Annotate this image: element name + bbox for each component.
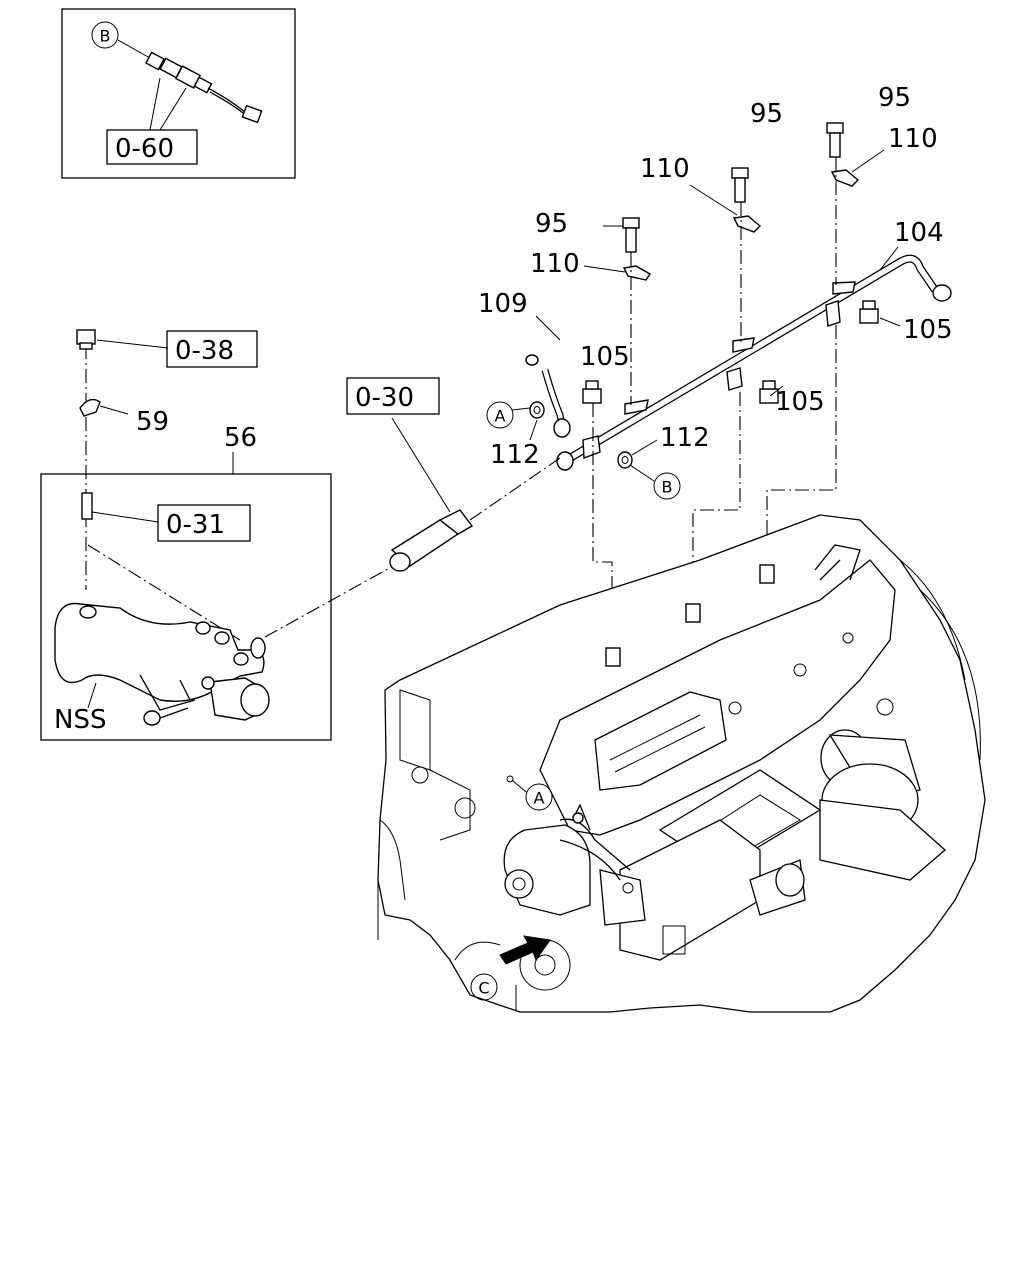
callout-112-b: 112: [660, 423, 710, 453]
ref-circles: A B A C: [470, 401, 681, 1001]
clamp-110-c-icon: [830, 169, 860, 187]
bolt-95-c-icon: [826, 122, 844, 158]
callout-105-c: 105: [903, 315, 953, 345]
view-arrow-icon: [499, 935, 551, 965]
callout-105-b: 105: [775, 387, 825, 417]
washer-112-b-icon: [617, 451, 633, 469]
bracket-3: [825, 300, 841, 327]
callout-110-b: 110: [640, 154, 690, 184]
engine-block: [377, 514, 986, 1013]
bolt-95-a-icon: [622, 217, 640, 253]
fuel-pipes: [525, 174, 952, 471]
bolt-95-b-icon: [731, 167, 749, 203]
ref-box-0-38-label: 0-38: [175, 336, 234, 366]
ref-circle-b-top: B: [662, 478, 673, 497]
callout-56: 56: [224, 423, 257, 453]
ref-box-0-60-label: 0-60: [115, 134, 174, 164]
ref-circle-a-engine: A: [534, 789, 545, 808]
callout-110-a: 110: [530, 249, 580, 279]
clamp-110-a-icon: [622, 265, 651, 281]
ref-box-0-31: [157, 504, 251, 542]
ref-circle-b-inset: [91, 21, 119, 49]
callout-104: 104: [894, 218, 944, 248]
callout-95-a: 95: [535, 209, 568, 239]
part-56-box: [40, 473, 332, 741]
ref-circle-b-inset-label: B: [100, 27, 111, 46]
ref-box-0-30-label: 0-30: [355, 383, 414, 413]
ref-box-0-38: [166, 330, 258, 368]
hose-0-30: [389, 509, 474, 572]
callout-nss: NSS: [54, 705, 106, 735]
bracket-2: [726, 367, 743, 391]
pin-icon: [81, 492, 93, 520]
callout-109: 109: [478, 289, 528, 319]
sensor-part: [145, 51, 263, 124]
pipe-104-end: [932, 284, 952, 302]
callout-95-c: 95: [878, 83, 911, 113]
ref-boxes: 0-38 0-30 0-31: [157, 330, 440, 542]
nut-105-a-icon: [582, 380, 602, 404]
nut-105-b-icon: [759, 380, 779, 404]
callout-95-b: 95: [750, 99, 783, 129]
nuts-105: [582, 300, 879, 404]
clip-59-icon: [79, 398, 101, 417]
ref-box-0-60: [106, 129, 198, 165]
nut-0-38-icon: [76, 329, 96, 350]
nut-105-c-icon: [859, 300, 879, 324]
ref-circle-a-top: A: [495, 407, 506, 426]
pipe-109-end: [525, 354, 539, 366]
callout-110-c: 110: [888, 124, 938, 154]
ref-box-0-30: [346, 377, 440, 415]
clip-2: [732, 337, 755, 353]
connector-104: [556, 451, 574, 471]
bolts-95: [622, 122, 844, 253]
washer-112-a-icon: [529, 401, 545, 419]
callout-59: 59: [136, 407, 169, 437]
callout-105-a: 105: [580, 342, 630, 372]
bracket-1: [582, 435, 601, 459]
ref-circle-c-engine: C: [478, 979, 489, 998]
clamp-110-b-icon: [732, 215, 762, 233]
clip-3: [832, 281, 856, 295]
connector-109: [553, 418, 571, 438]
inset-panel: B 0-60: [61, 8, 296, 179]
callout-labels: 95 95 95 110 110 110 104 105 105 105 109…: [136, 83, 953, 470]
ref-box-0-31-label: 0-31: [166, 510, 225, 540]
callout-112-a: 112: [490, 440, 540, 470]
